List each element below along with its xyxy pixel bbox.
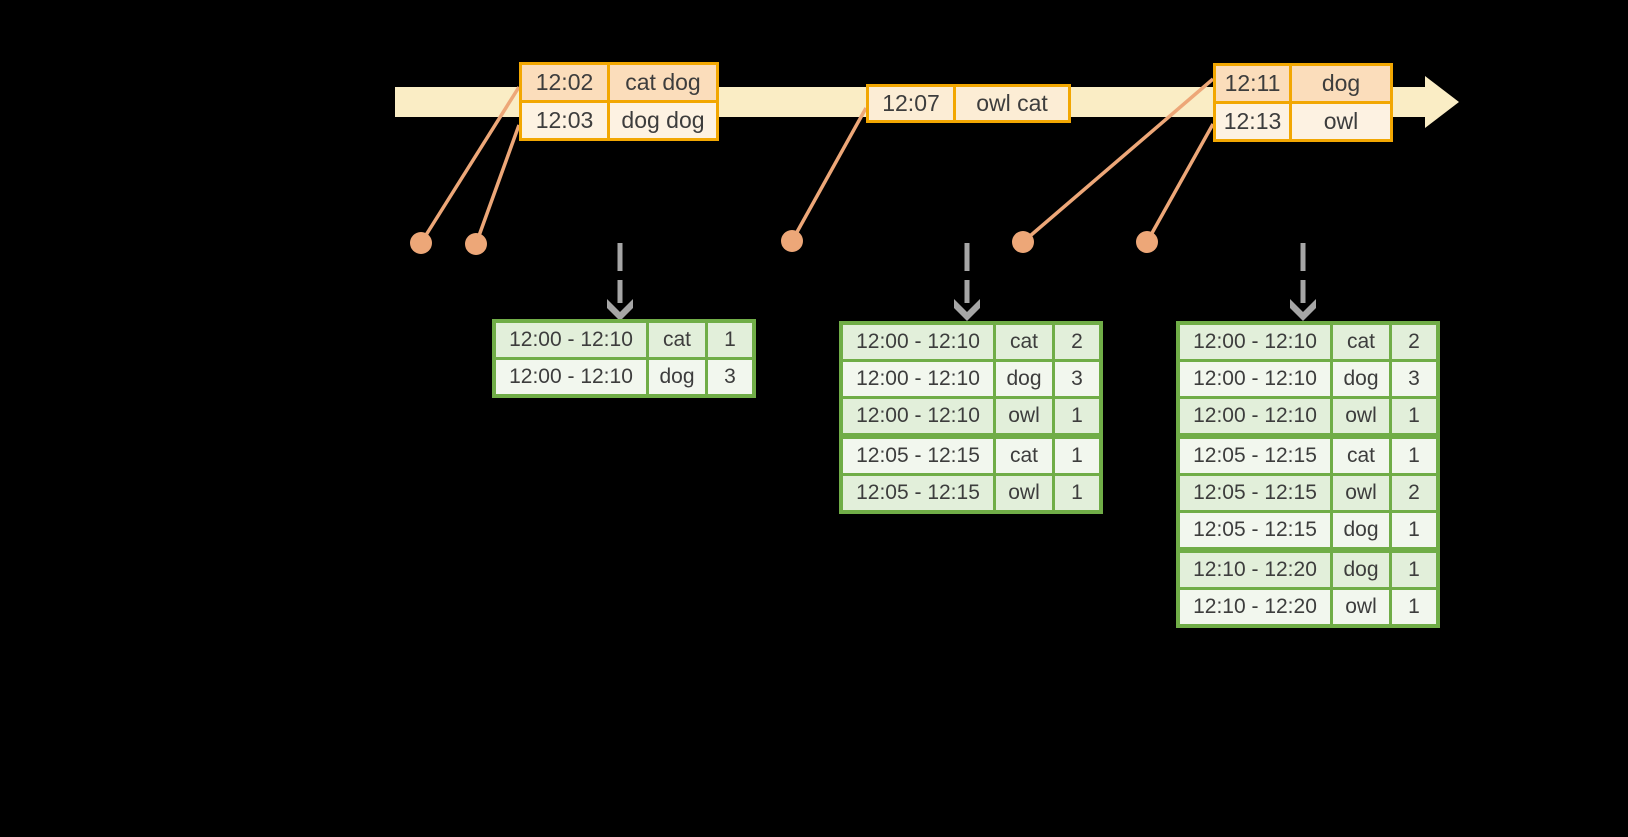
result-row: 12:00 - 12:10 dog 3 [496,360,752,394]
event-marker-dot-icon [1136,231,1158,253]
word-cell: owl [996,399,1052,433]
word-cell: owl [996,476,1052,510]
event-markers [410,230,1158,255]
window-cell: 12:00 - 12:10 [496,360,646,394]
result-row: 12:00 - 12:10 cat 2 [843,325,1099,359]
event-time-cell: 12:13 [1216,104,1289,139]
result-table-2: 12:00 - 12:10 cat 2 12:00 - 12:10 dog 3 … [839,321,1103,514]
event-connector-line [1145,123,1215,243]
result-row: 12:00 - 12:10 dog 3 [843,362,1099,396]
window-cell: 12:10 - 12:20 [1180,590,1330,624]
result-row: 12:10 - 12:20 owl 1 [1180,590,1436,624]
trigger-arrowheads [607,299,1316,321]
window-cell: 12:00 - 12:10 [1180,362,1330,396]
word-cell: cat [996,325,1052,359]
result-row: 12:05 - 12:15 dog 1 [1180,513,1436,547]
word-cell: cat [996,439,1052,473]
word-cell: dog [996,362,1052,396]
event-words-cell: owl cat [956,87,1068,120]
trigger-arrowhead-icon [954,299,980,321]
word-cell: cat [1333,439,1389,473]
event-words-cell: owl [1292,104,1390,139]
event-row: 12:13 owl [1216,104,1390,139]
result-row: 12:05 - 12:15 cat 1 [1180,439,1436,473]
count-cell: 3 [1392,362,1436,396]
event-time-cell: 12:07 [869,87,953,120]
count-cell: 2 [1392,325,1436,359]
event-table-2: 12:07 owl cat [866,84,1071,123]
count-cell: 1 [1392,513,1436,547]
word-cell: dog [1333,553,1389,587]
count-cell: 3 [708,360,752,394]
event-marker-dot-icon [465,233,487,255]
event-time-cell: 12:11 [1216,66,1289,101]
event-time-cell: 12:02 [522,65,607,100]
event-row: 12:07 owl cat [869,87,1068,120]
window-cell: 12:05 - 12:15 [1180,439,1330,473]
window-cell: 12:00 - 12:10 [1180,399,1330,433]
window-cell: 12:05 - 12:15 [1180,513,1330,547]
window-cell: 12:00 - 12:10 [843,399,993,433]
event-row: 12:11 dog [1216,66,1390,101]
event-words-cell: dog dog [610,103,716,138]
window-cell: 12:05 - 12:15 [1180,476,1330,510]
window-cell: 12:00 - 12:10 [843,325,993,359]
trigger-arrowhead-icon [1290,299,1316,321]
result-row: 12:05 - 12:15 cat 1 [843,439,1099,473]
event-connector-line [474,124,521,245]
word-cell: dog [1333,362,1389,396]
result-row: 12:00 - 12:10 cat 2 [1180,325,1436,359]
window-cell: 12:00 - 12:10 [843,362,993,396]
event-words-cell: dog [1292,66,1390,101]
event-table-3: 12:11 dog 12:13 owl [1213,63,1393,142]
result-row: 12:05 - 12:15 owl 2 [1180,476,1436,510]
count-cell: 1 [1392,553,1436,587]
count-cell: 1 [708,323,752,357]
event-row: 12:02 cat dog [522,65,716,100]
trigger-arrowhead-icon [607,299,633,321]
word-cell: cat [649,323,705,357]
window-cell: 12:00 - 12:10 [1180,325,1330,359]
word-cell: dog [1333,513,1389,547]
event-marker-dot-icon [1012,231,1034,253]
count-cell: 1 [1055,476,1099,510]
event-connector-line [790,107,868,242]
window-cell: 12:05 - 12:15 [843,476,993,510]
word-cell: dog [649,360,705,394]
result-table-3: 12:00 - 12:10 cat 2 12:00 - 12:10 dog 3 … [1176,321,1440,628]
count-cell: 2 [1055,325,1099,359]
result-table-1: 12:00 - 12:10 cat 1 12:00 - 12:10 dog 3 [492,319,756,398]
count-cell: 1 [1055,399,1099,433]
result-row: 12:05 - 12:15 owl 1 [843,476,1099,510]
event-marker-dot-icon [410,232,432,254]
result-row: 12:10 - 12:20 dog 1 [1180,553,1436,587]
word-cell: owl [1333,399,1389,433]
count-cell: 1 [1392,399,1436,433]
word-cell: owl [1333,590,1389,624]
event-row: 12:03 dog dog [522,103,716,138]
window-cell: 12:10 - 12:20 [1180,553,1330,587]
count-cell: 2 [1392,476,1436,510]
result-row: 12:00 - 12:10 cat 1 [496,323,752,357]
result-row: 12:00 - 12:10 owl 1 [843,399,1099,433]
window-cell: 12:05 - 12:15 [843,439,993,473]
count-cell: 3 [1055,362,1099,396]
event-table-1: 12:02 cat dog 12:03 dog dog [519,62,719,141]
result-row: 12:00 - 12:10 dog 3 [1180,362,1436,396]
word-cell: owl [1333,476,1389,510]
event-marker-dot-icon [781,230,803,252]
trigger-arrows [617,243,1306,303]
result-row: 12:00 - 12:10 owl 1 [1180,399,1436,433]
count-cell: 1 [1392,439,1436,473]
event-time-cell: 12:03 [522,103,607,138]
word-cell: cat [1333,325,1389,359]
timeline-arrowhead-icon [1425,76,1459,128]
event-words-cell: cat dog [610,65,716,100]
window-cell: 12:00 - 12:10 [496,323,646,357]
count-cell: 1 [1392,590,1436,624]
count-cell: 1 [1055,439,1099,473]
